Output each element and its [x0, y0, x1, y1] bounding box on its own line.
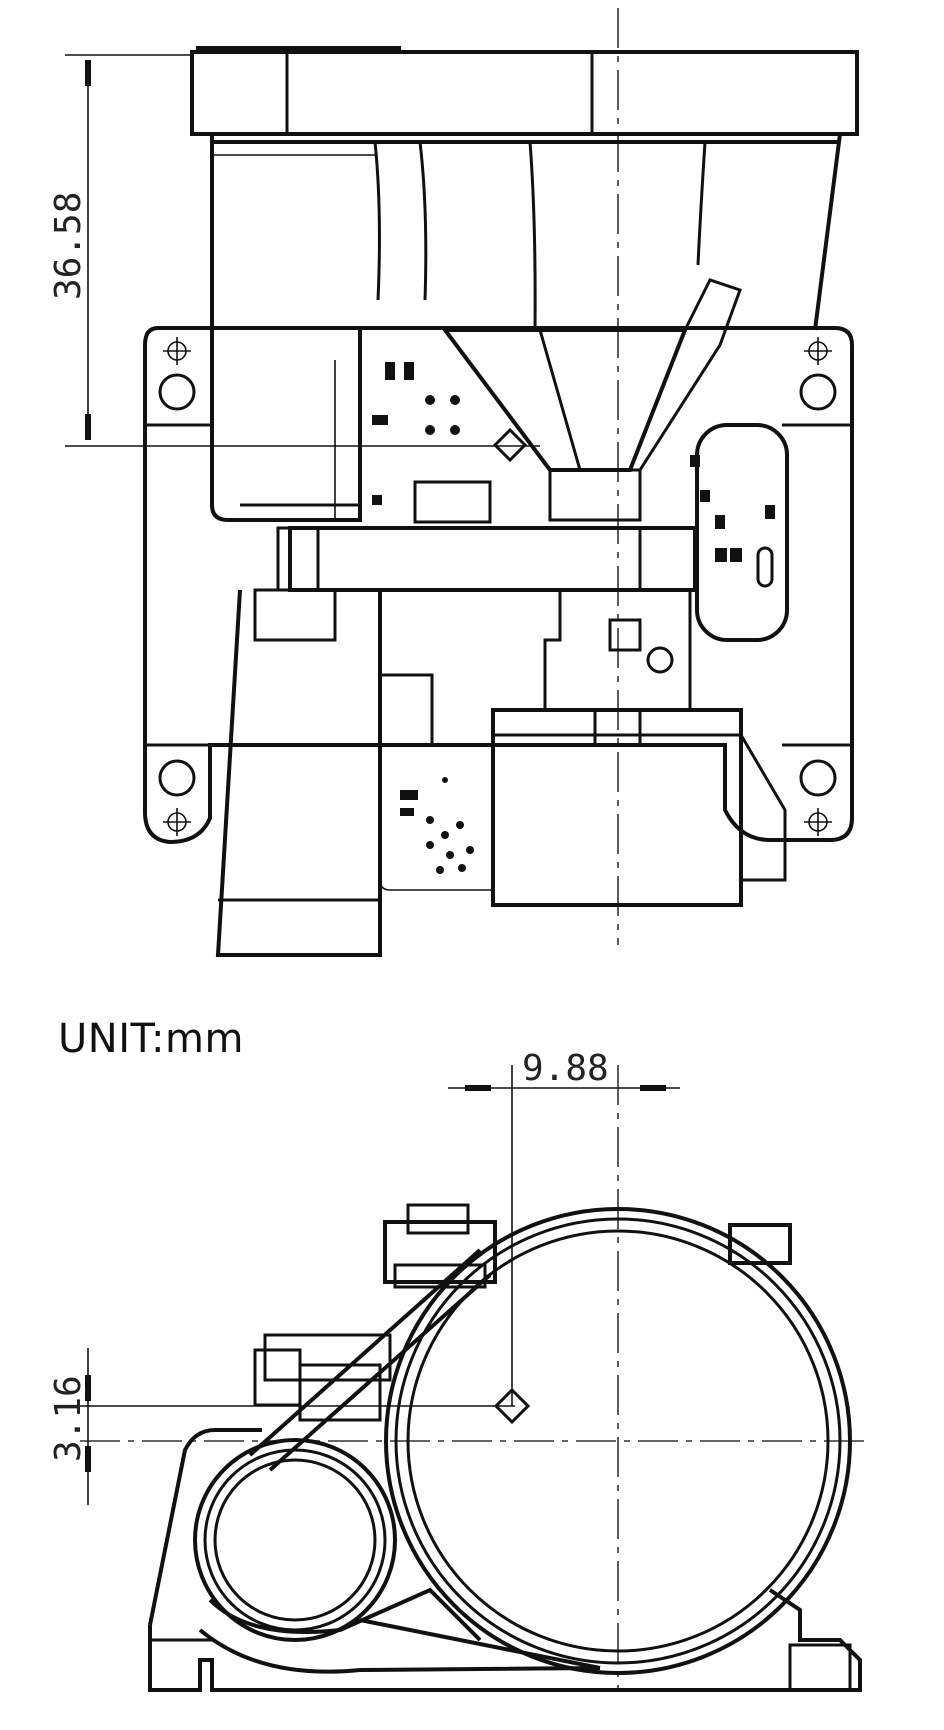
- small-lens-ring: [193, 1438, 397, 1642]
- connectors: [253, 1203, 792, 1422]
- pcb-components: [372, 362, 775, 874]
- mount-hole-bottom-right: [799, 759, 837, 797]
- dimension-vertical-label: 3.16: [48, 1375, 89, 1462]
- lens-barrel: [210, 133, 842, 331]
- target-marker: [493, 1387, 531, 1425]
- base: [148, 1428, 862, 1692]
- dimension-vertical: 3.16: [48, 1348, 91, 1505]
- side-view: 9.88 3.16: [48, 1048, 870, 1692]
- cross-bar: [288, 526, 697, 592]
- dimension-horizontal-label: 9.88: [522, 1048, 609, 1089]
- mount-hole-top-right: [799, 373, 837, 411]
- screw-symbols: [163, 337, 832, 836]
- right-module: [695, 423, 789, 642]
- mount-hole-top-left: [158, 373, 196, 411]
- cone: [441, 328, 688, 472]
- frame: [198, 1248, 601, 1674]
- mount-hole-bottom-left: [158, 759, 196, 797]
- dimension-height: 36.58: [48, 54, 540, 447]
- top-flange: [190, 50, 859, 136]
- top-view: 36.58: [48, 8, 859, 957]
- unit-label: UNIT:mm: [58, 1016, 244, 1062]
- large-lens-ring: [384, 1207, 852, 1675]
- dimension-height-label: 36.58: [48, 192, 89, 300]
- lower-block: [491, 708, 743, 907]
- dimension-horizontal: 9.88: [448, 1048, 680, 1091]
- main-housing: [143, 326, 854, 845]
